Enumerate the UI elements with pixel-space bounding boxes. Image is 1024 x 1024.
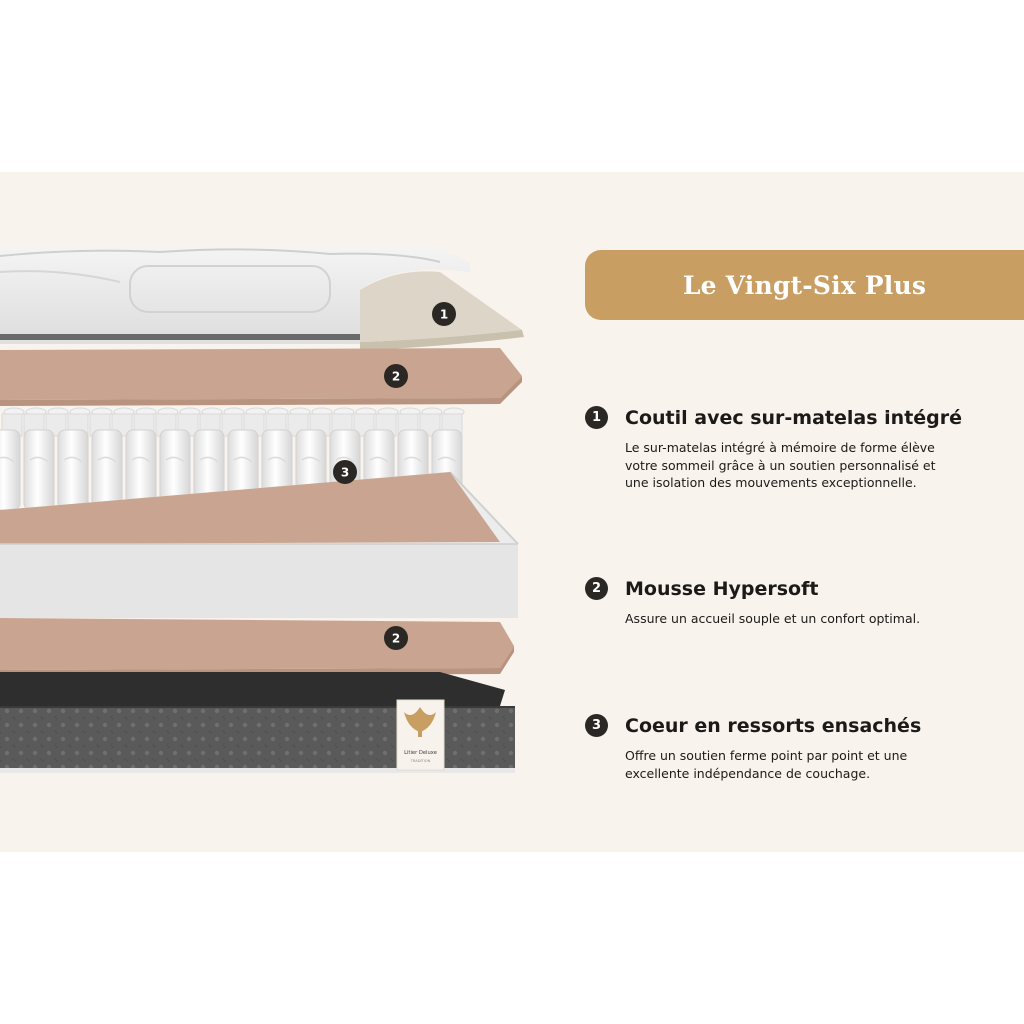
feature-number-badge: 3 [585,714,608,737]
feature-number-badge: 1 [585,406,608,429]
spring-seam [403,456,423,463]
spring-seam [131,456,151,463]
feature-item-3: 3 Coeur en ressorts ensachés Offre un so… [585,714,1005,782]
foam-encasement [0,471,519,618]
spring-seam [267,456,287,463]
pocket-spring [0,429,21,511]
spring-seam [165,456,185,463]
feature-number-badge: 2 [585,577,608,600]
feature-title: Mousse Hypersoft [625,577,819,600]
product-panel: Litier Deluxe TRADITION 1 2 3 2 Le Vingt… [0,172,1024,852]
layer-marker-1: 1 [432,302,456,326]
spring-seam [301,456,321,463]
pocket-spring [57,429,89,511]
spring-seam [369,456,389,463]
mattress-layers-illustration: Litier Deluxe TRADITION 1 2 3 2 [0,248,524,773]
lower-foam-layer [0,618,514,676]
spring-seam [199,456,219,463]
feature-item-1: 1 Coutil avec sur-matelas intégré Le sur… [585,406,1005,492]
top-quilted-layer [0,248,524,350]
spring-back [45,413,67,437]
label-tagline-text: TRADITION [410,759,431,763]
brand-label: Litier Deluxe TRADITION [396,699,445,771]
spring-back [419,413,441,437]
upper-foam-layer [0,348,522,406]
product-title: Le Vingt-Six Plus [682,270,927,300]
spring-seam [233,456,253,463]
spring-seam [97,456,117,463]
layer-marker-2-lower: 2 [384,626,408,650]
feature-description: Le sur-matelas intégré à mémoire de form… [625,440,936,490]
feature-description: Offre un soutien ferme point par point e… [625,748,908,781]
feature-item-2: 2 Mousse Hypersoft Assure un accueil sou… [585,577,1005,628]
pocket-spring [91,429,123,511]
feature-description: Assure un accueil souple et un confort o… [625,611,921,626]
spring-seam [63,456,83,463]
pocket-springs-layer [0,407,465,511]
pocket-spring [23,429,55,511]
product-title-banner: Le Vingt-Six Plus [585,250,1024,320]
svg-text:2: 2 [392,370,400,384]
label-brand-text: Litier Deluxe [404,750,437,756]
layer-marker-2-upper: 2 [384,364,408,388]
svg-text:2: 2 [392,632,400,646]
spring-seam [29,456,49,463]
spring-seam [335,456,355,463]
feature-title: Coeur en ressorts ensachés [625,714,922,737]
feature-title: Coutil avec sur-matelas intégré [625,406,963,429]
layer-marker-3: 3 [333,460,357,484]
svg-text:3: 3 [341,466,349,480]
spring-seam [437,456,457,463]
spring-seam [0,456,15,463]
svg-text:1: 1 [440,308,448,322]
